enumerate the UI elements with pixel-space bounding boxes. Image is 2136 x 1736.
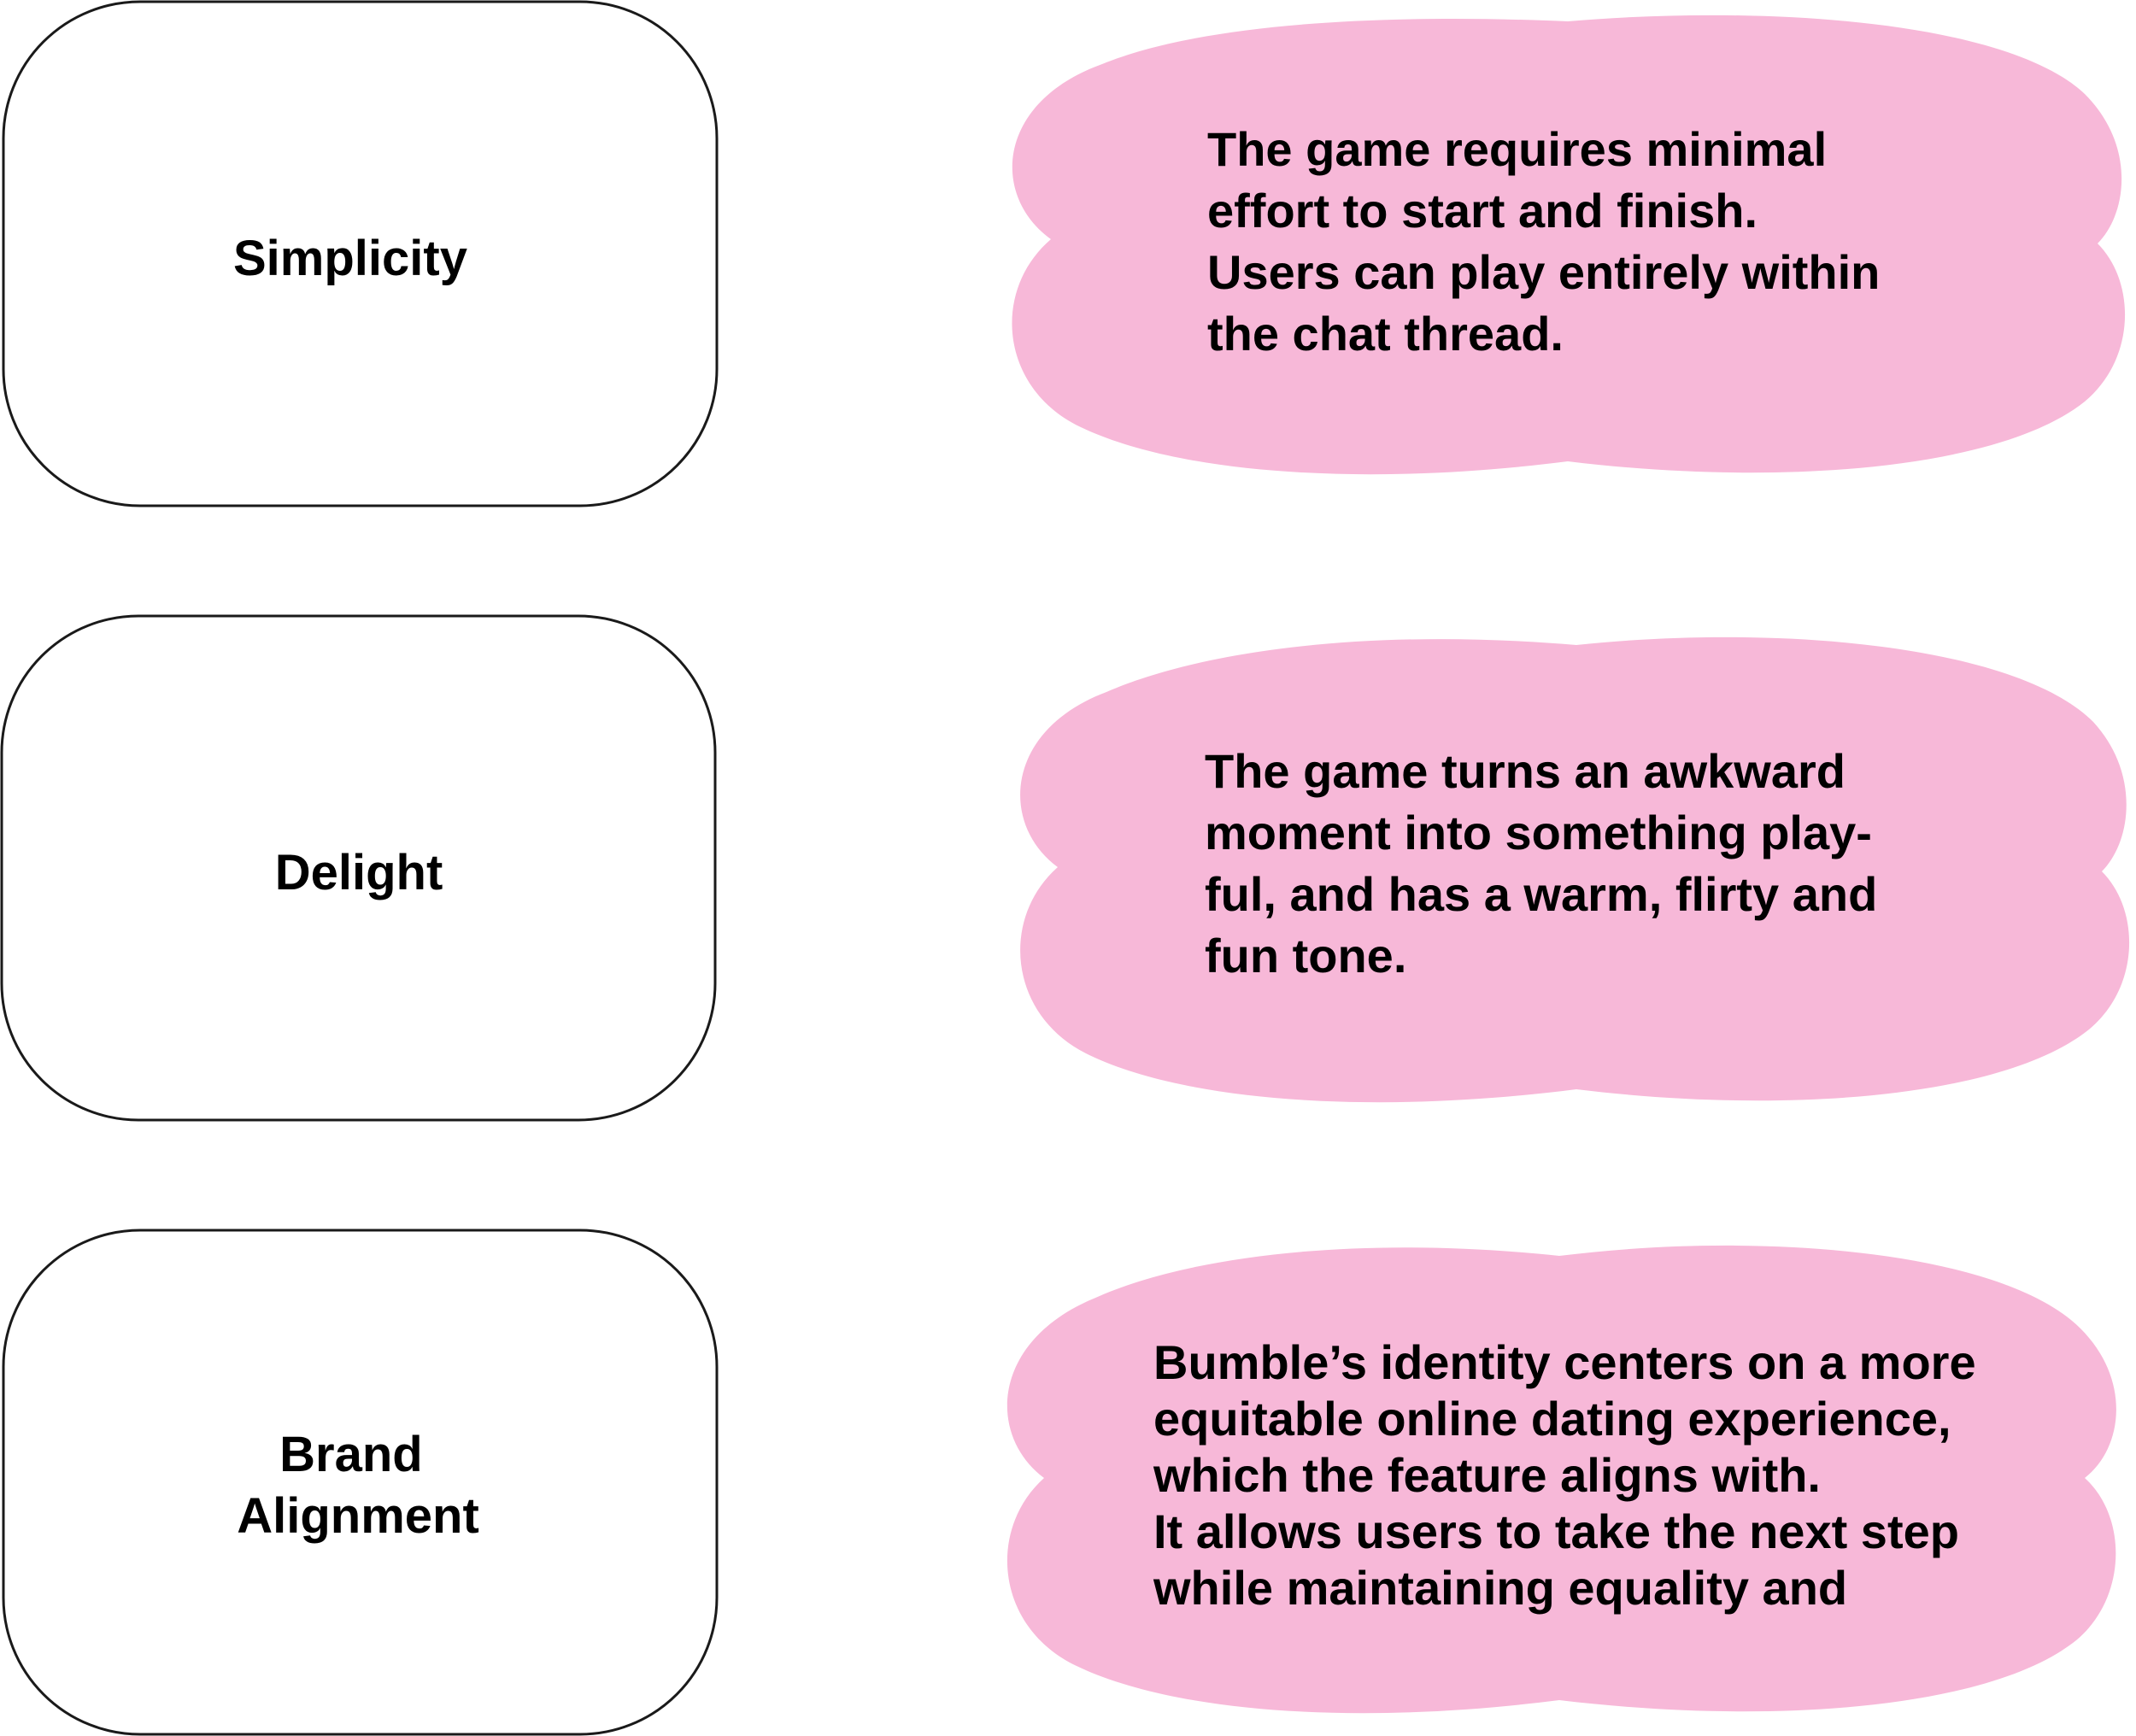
description-cloud-simplicity	[1012, 15, 2126, 475]
criterion-label-brand-alignment: Brand Alignment	[237, 1427, 479, 1544]
criterion-label-delight: Delight	[275, 845, 443, 900]
criterion-box-brand-alignment	[2, 1229, 719, 1736]
description-cloud-delight	[1020, 636, 2130, 1103]
row-brand-alignment: Brand Alignment Bumble’s identity center…	[2, 1229, 2116, 1736]
description-text-delight: The game turns an awkward moment into so…	[1205, 744, 1891, 982]
row-delight: Delight The game turns an awkward moment…	[0, 614, 2130, 1122]
description-text-simplicity: The game requires minimal effort to star…	[1207, 122, 1893, 361]
criterion-box-delight	[0, 614, 717, 1122]
criterion-label-simplicity: Simplicity	[233, 231, 467, 286]
criterion-box-simplicity	[2, 0, 719, 507]
description-text-brand-alignment: Bumble’s identity centers on a more equi…	[1153, 1335, 1989, 1615]
description-cloud-brand-alignment	[1006, 1245, 2116, 1714]
row-simplicity: Simplicity The game requires minimal eff…	[2, 0, 2126, 507]
